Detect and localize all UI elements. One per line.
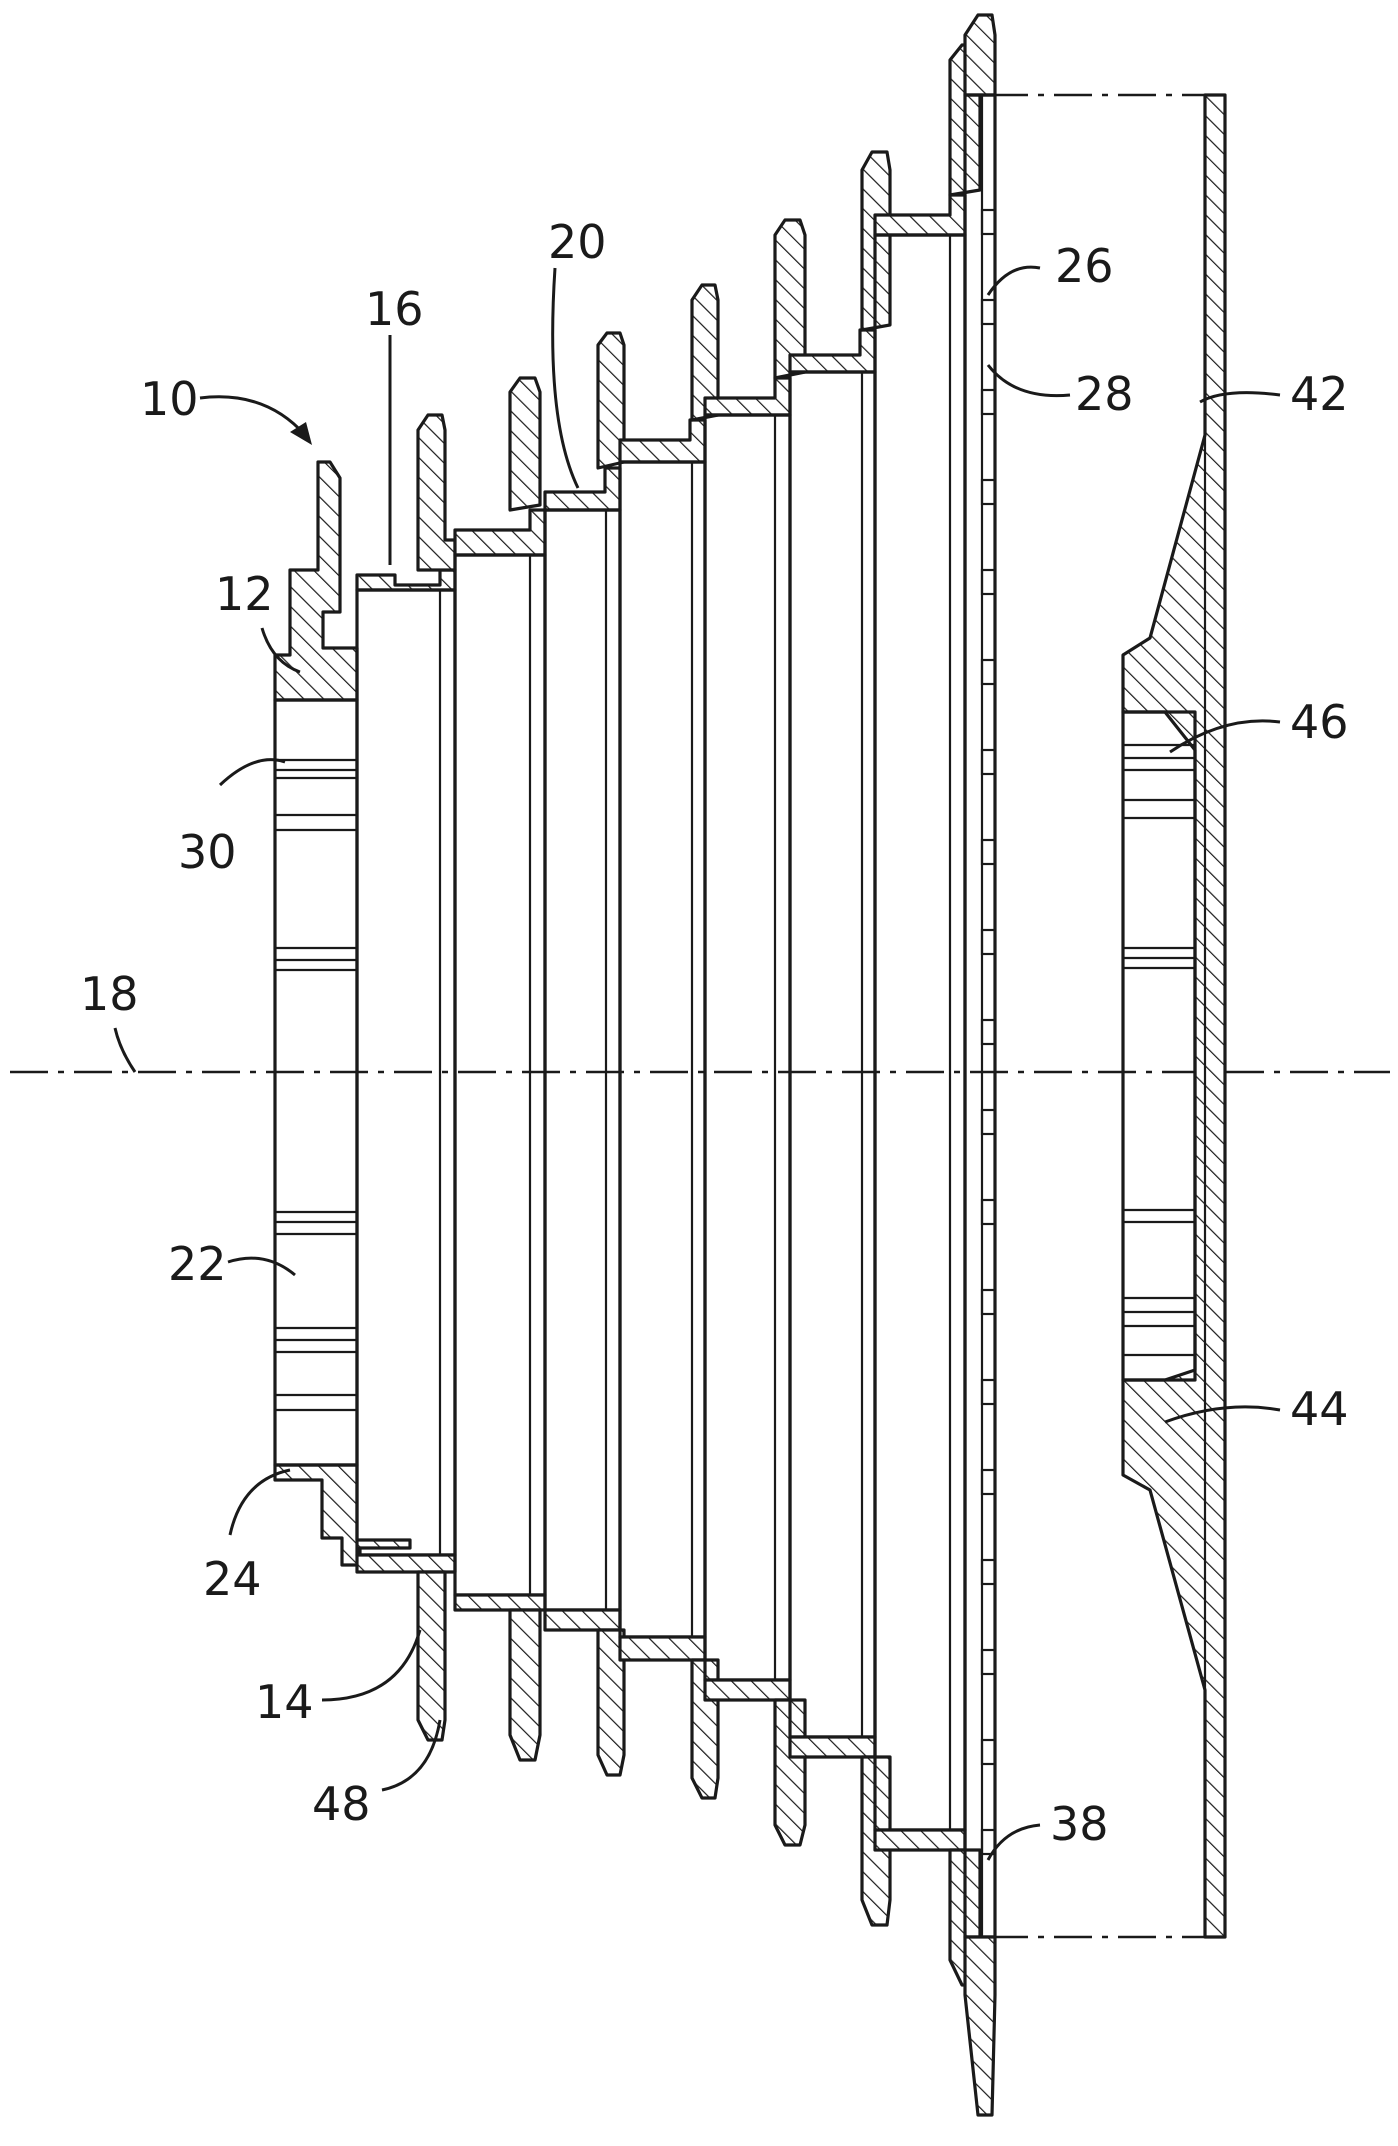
- label-38: 38: [1050, 1797, 1109, 1851]
- label-46: 46: [1290, 695, 1349, 749]
- right-spoke: [1123, 95, 1225, 1937]
- reference-numerals: 10 16 20 12 30 18 22 24 14 48 26 28 42 4…: [80, 215, 1349, 1851]
- label-24: 24: [203, 1552, 262, 1606]
- hub-splines: [275, 760, 357, 1410]
- ring-notches: [982, 210, 995, 1854]
- label-26: 26: [1055, 239, 1114, 293]
- spoke-splines: [1123, 745, 1195, 1355]
- leader-lines: [115, 267, 1280, 1860]
- label-22: 22: [168, 1237, 227, 1291]
- label-10: 10: [140, 372, 199, 426]
- label-30: 30: [178, 825, 237, 879]
- label-42: 42: [1290, 367, 1349, 421]
- sprocket-body: [357, 15, 995, 2115]
- label-14: 14: [255, 1675, 314, 1729]
- left-hub: [275, 462, 410, 1565]
- label-16: 16: [365, 282, 424, 336]
- label-12: 12: [215, 567, 274, 621]
- label-20: 20: [548, 215, 607, 269]
- label-28: 28: [1075, 367, 1134, 421]
- label-44: 44: [1290, 1382, 1349, 1436]
- label-48: 48: [312, 1777, 371, 1831]
- label-18: 18: [80, 967, 139, 1021]
